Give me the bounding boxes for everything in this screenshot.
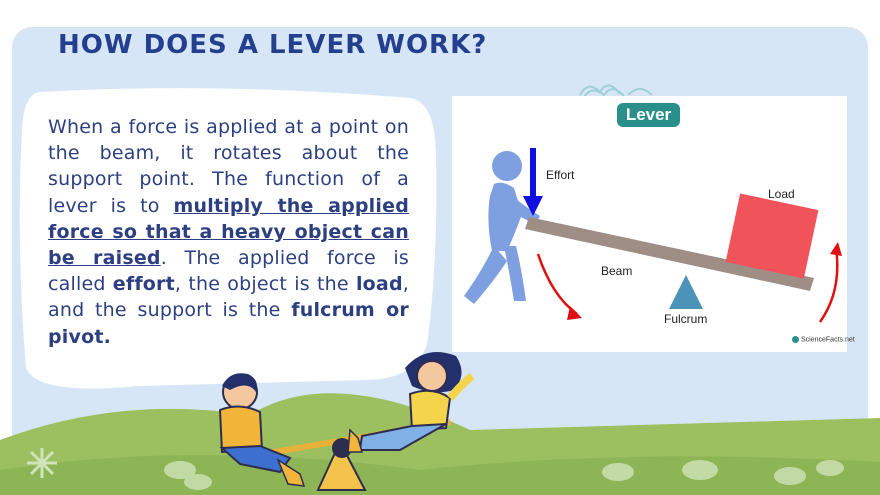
label-beam: Beam [601, 264, 633, 278]
lever-badge: Lever [617, 103, 680, 127]
girl-icon [347, 352, 475, 453]
seesaw-pivot-icon [332, 438, 352, 458]
text-blob-background [19, 88, 437, 389]
body-mid-1: . The applied force is called [48, 247, 409, 296]
brand-mark-icon [792, 336, 799, 343]
lever-illustration [464, 148, 842, 323]
leaf-icon [164, 460, 844, 490]
label-load: Load [768, 187, 795, 201]
term-effort: effort [112, 273, 175, 296]
term-fulcrum: fulcrum or pivot. [48, 299, 409, 348]
brand-logo: ScienceFacts.net [792, 336, 855, 343]
front-grass [0, 455, 880, 495]
label-fulcrum: Fulcrum [664, 312, 708, 326]
boy-icon [218, 373, 306, 487]
effort-arrow-icon [523, 148, 543, 216]
person-icon [464, 151, 540, 304]
up-arrowhead-icon [830, 242, 842, 256]
scribble-cloud-icon [579, 84, 653, 98]
body-mid-3: , and the support is the [48, 273, 409, 322]
label-effort: Effort [546, 168, 575, 182]
body-intro: When a force is applied at a point on th… [48, 116, 409, 217]
down-arrowhead-icon [567, 306, 582, 320]
kids-seesaw-illustration [218, 352, 475, 491]
seesaw-fulcrum-icon [316, 439, 367, 491]
page-title: HOW DOES A LEVER WORK? [58, 30, 488, 60]
lever-diagram: Lever Effort Load Beam Fulcrum ScienceFa… [452, 96, 855, 352]
brand-text: ScienceFacts.net [801, 336, 855, 344]
body-paragraph: When a force is applied at a point on th… [48, 114, 409, 350]
load-block-icon [725, 193, 819, 279]
term-load: load [355, 273, 403, 296]
flower-icon [27, 448, 57, 478]
highlight-text: multiply the applied force so that a hea… [48, 194, 409, 270]
body-mid-2: , the object is the [174, 273, 356, 296]
fulcrum-icon [669, 275, 703, 309]
beam-icon [525, 217, 814, 291]
